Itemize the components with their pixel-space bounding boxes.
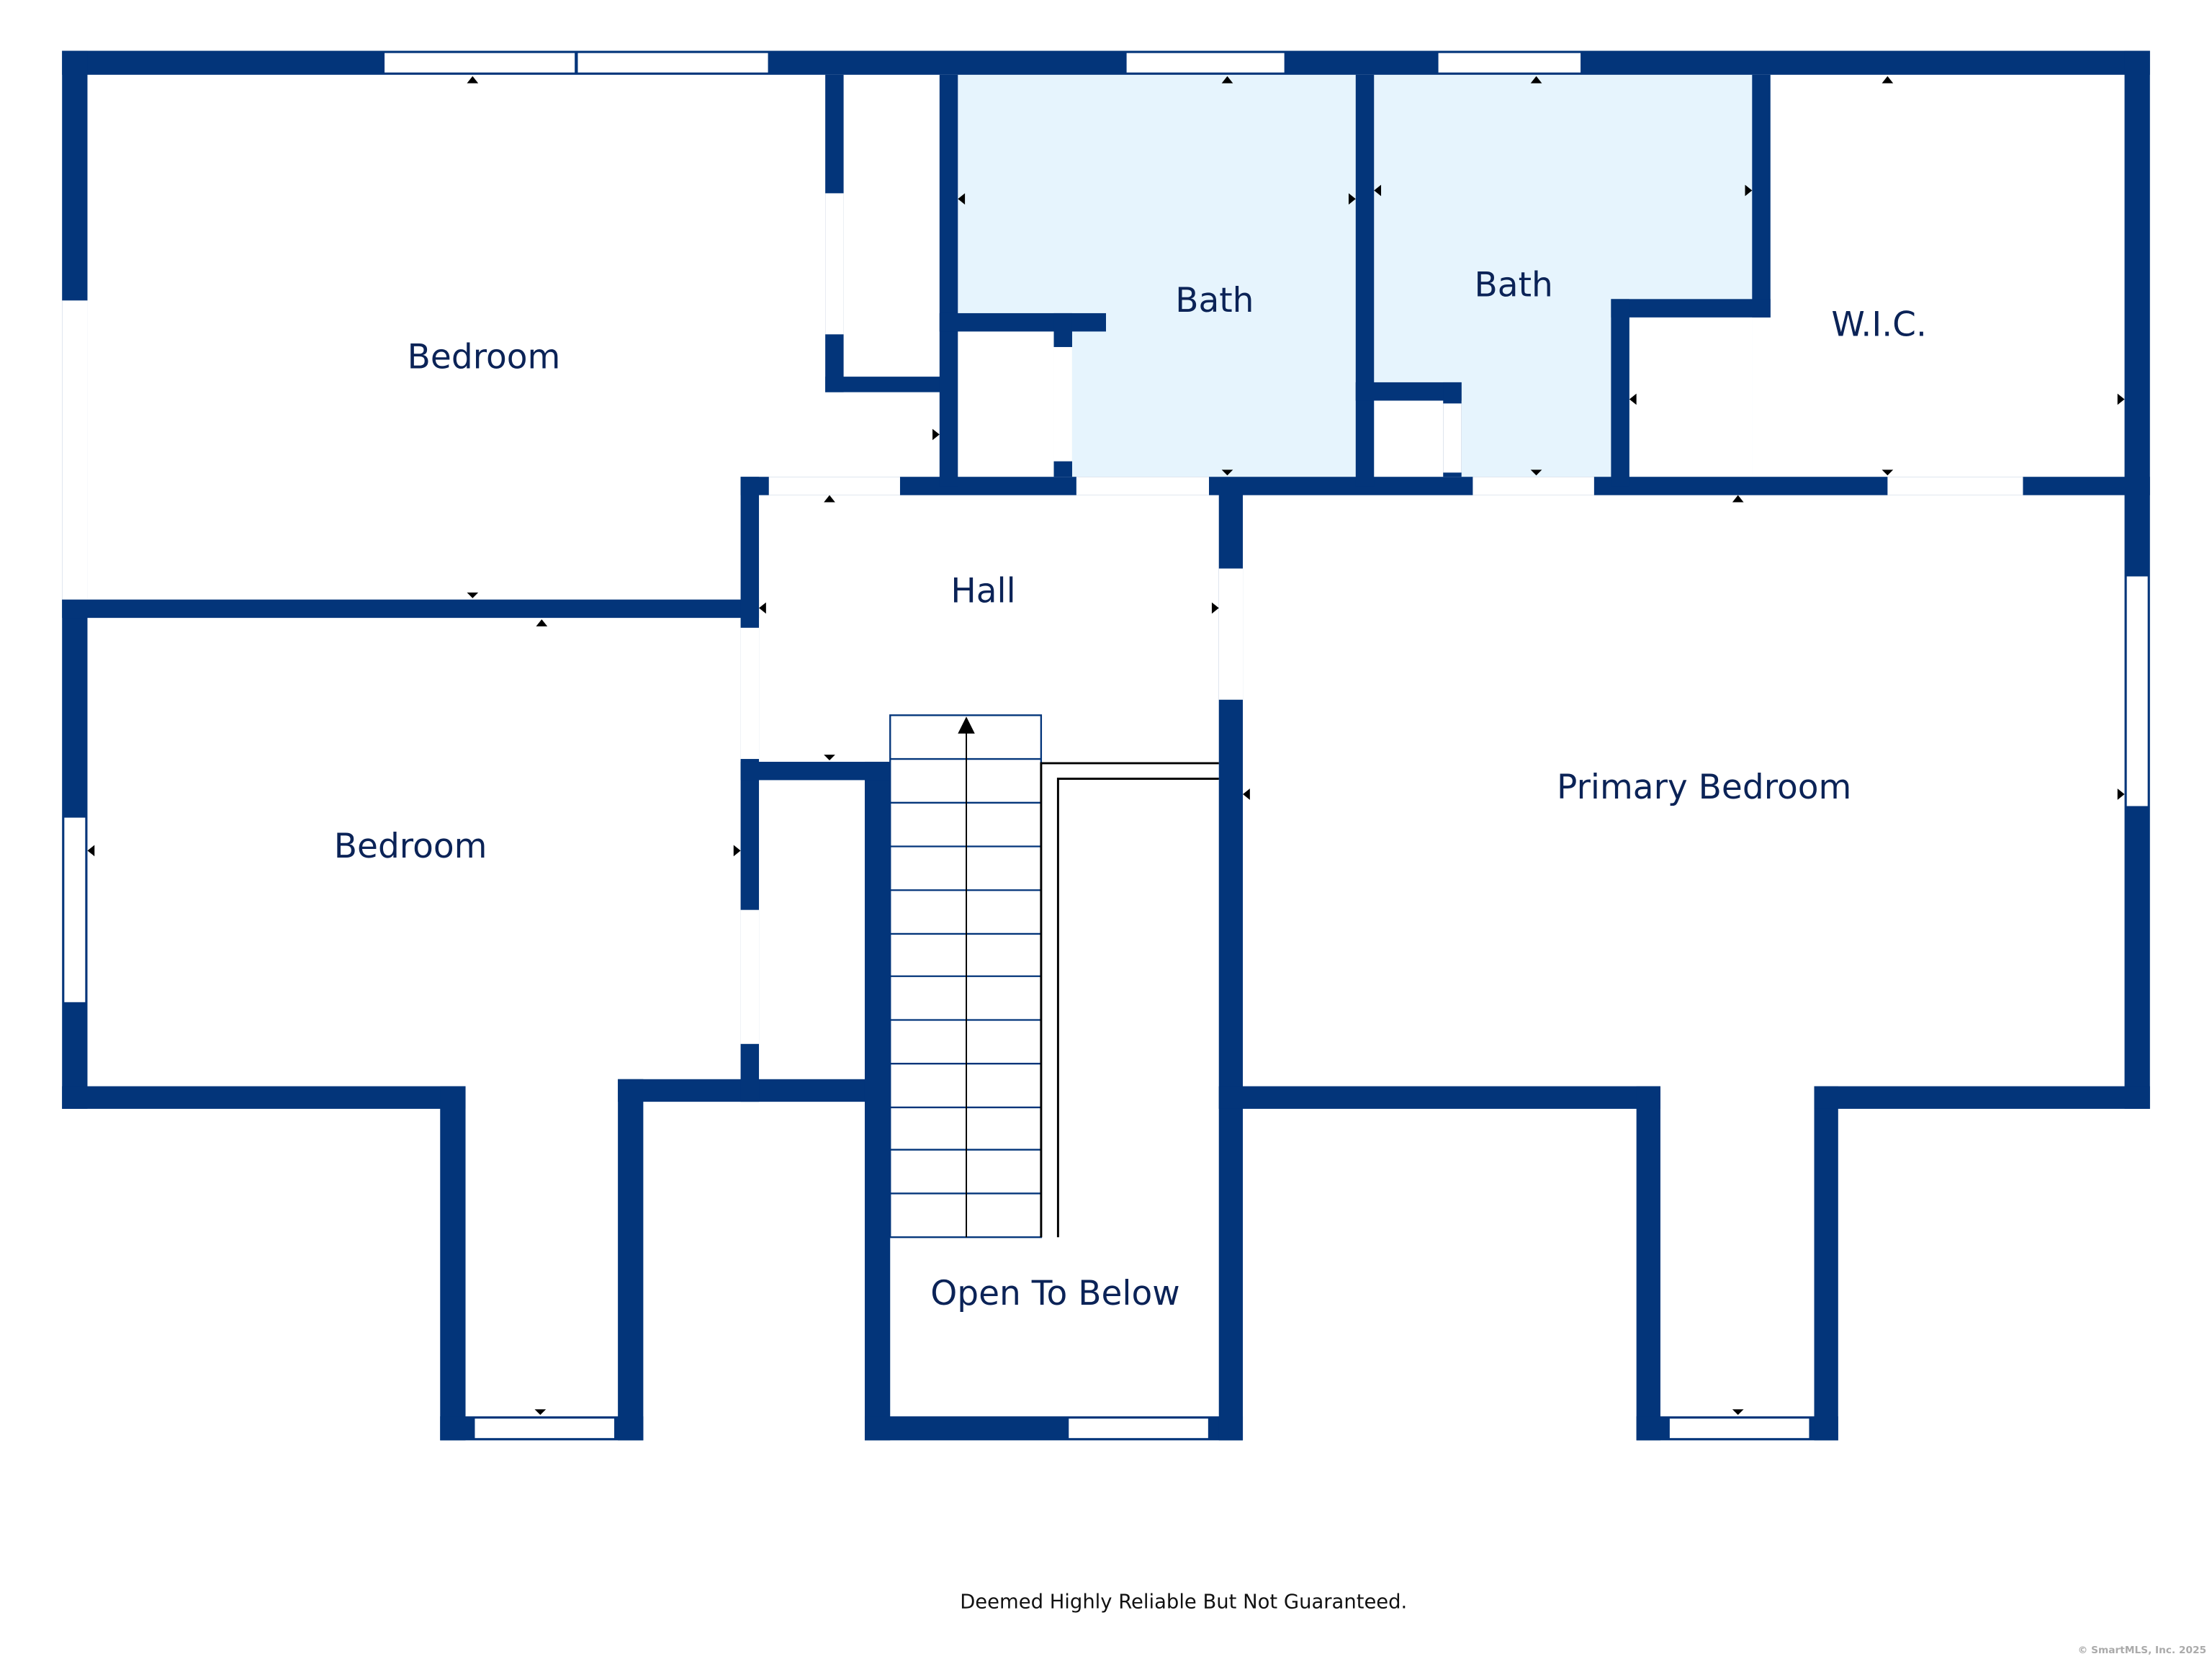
- staircase: [889, 714, 1219, 1238]
- room-label-bedroom-1: Bedroom: [408, 337, 561, 377]
- copyright-text: © SmartMLS, Inc. 2025: [2078, 1645, 2206, 1656]
- room-label-open-to-below: Open To Below: [930, 1274, 1179, 1313]
- room-label-bedroom-2: Bedroom: [334, 827, 487, 866]
- room-label-bath-1: Bath: [1175, 281, 1254, 320]
- room-label-hall: Hall: [950, 572, 1015, 611]
- windows: [62, 51, 2150, 1440]
- stair-direction-arrow-icon: [958, 716, 975, 734]
- room-labels: Bedroom Bedroom Bath Bath W.I.C. Hall Pr…: [334, 265, 1927, 1313]
- room-label-bath-2: Bath: [1475, 265, 1553, 305]
- door-openings: [62, 193, 2023, 1044]
- disclaimer-text: Deemed Highly Reliable But Not Guarantee…: [960, 1591, 1407, 1613]
- room-label-primary-bedroom: Primary Bedroom: [1557, 768, 1851, 807]
- dimension-markers: [87, 76, 2125, 1416]
- room-label-wic: W.I.C.: [1831, 305, 1927, 344]
